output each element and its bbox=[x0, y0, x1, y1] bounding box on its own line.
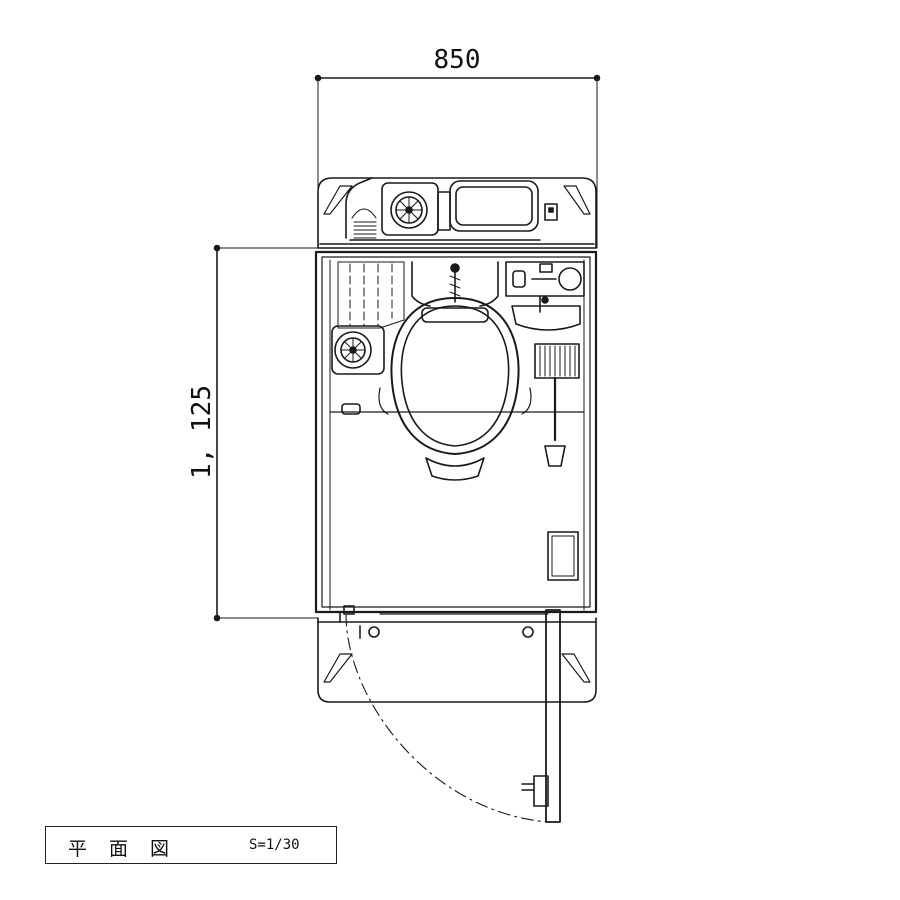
front-base bbox=[317, 605, 597, 703]
title-block: 平面図 S=1/30 bbox=[45, 826, 337, 864]
drawing-title: 平面図 bbox=[68, 838, 192, 860]
paper-holder bbox=[534, 343, 580, 379]
flush-lever bbox=[544, 376, 566, 467]
rear-tank-housing bbox=[317, 177, 597, 249]
door-leaf bbox=[521, 609, 561, 823]
depth-dimension-label: 1, 125 bbox=[187, 385, 217, 479]
hand-wash-basin bbox=[505, 261, 585, 331]
coil-hose bbox=[351, 208, 377, 239]
door-swing-arc bbox=[345, 613, 549, 823]
wall-box bbox=[547, 531, 579, 581]
ventilation-fan-unit bbox=[381, 182, 451, 236]
water-tank bbox=[449, 180, 558, 232]
duct-panel bbox=[337, 261, 405, 329]
width-dimension-label: 850 bbox=[434, 45, 481, 75]
cabin-walls bbox=[314, 250, 598, 614]
depth-dimension-line bbox=[213, 244, 319, 622]
toilet-bowl bbox=[378, 261, 532, 481]
drawing-scale: S=1/30 bbox=[249, 837, 300, 853]
exhaust-fan bbox=[331, 325, 385, 415]
